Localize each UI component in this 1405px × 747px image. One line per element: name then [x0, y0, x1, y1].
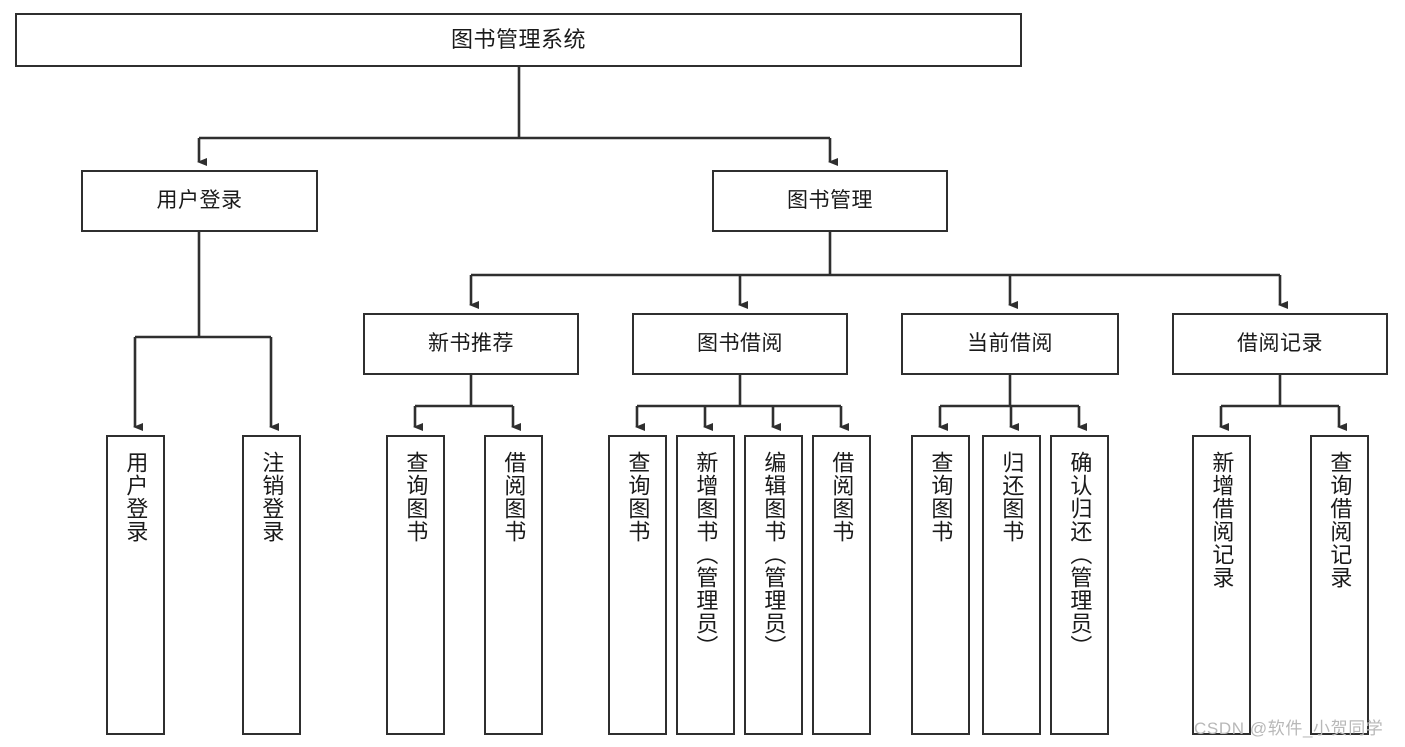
node-leaf-return-book-label: 归还图书	[999, 451, 1025, 543]
node-leaf-user-logout[interactable]: 注销登录	[242, 435, 301, 735]
node-leaf-user-login[interactable]: 用户登录	[106, 435, 165, 735]
node-leaf-return-book[interactable]: 归还图书	[982, 435, 1041, 735]
node-user-login[interactable]: 用户登录	[81, 170, 318, 232]
node-leaf-add-record[interactable]: 新增借阅记录	[1192, 435, 1251, 735]
node-leaf-add-book-label: 新增图书（管理员）	[693, 451, 719, 658]
node-current-borrow-label: 当前借阅	[967, 331, 1053, 355]
node-leaf-query-record[interactable]: 查询借阅记录	[1310, 435, 1369, 735]
node-leaf-user-logout-label: 注销登录	[259, 451, 285, 543]
node-root[interactable]: 图书管理系统	[15, 13, 1022, 67]
node-leaf-confirm-return-label: 确认归还（管理员）	[1067, 451, 1093, 658]
node-leaf-edit-book-label: 编辑图书（管理员）	[761, 451, 787, 658]
node-user-login-label: 用户登录	[156, 188, 243, 212]
node-leaf-query-book-borrow-label: 查询图书	[625, 451, 651, 543]
node-new-book-rec[interactable]: 新书推荐	[363, 313, 579, 375]
node-leaf-borrow-book[interactable]: 借阅图书	[812, 435, 871, 735]
node-leaf-add-record-label: 新增借阅记录	[1209, 451, 1235, 589]
node-borrow-record[interactable]: 借阅记录	[1172, 313, 1388, 375]
node-root-label: 图书管理系统	[450, 27, 586, 53]
node-leaf-query-book-current-label: 查询图书	[928, 451, 954, 543]
node-book-borrow[interactable]: 图书借阅	[632, 313, 848, 375]
csdn-watermark: CSDN @软件_小贺同学	[1194, 719, 1384, 738]
node-leaf-query-book-current[interactable]: 查询图书	[911, 435, 970, 735]
node-leaf-borrow-book-rec-label: 借阅图书	[501, 451, 527, 543]
node-leaf-borrow-book-label: 借阅图书	[829, 451, 855, 543]
node-book-borrow-label: 图书借阅	[697, 331, 783, 355]
node-leaf-query-book-rec[interactable]: 查询图书	[386, 435, 445, 735]
node-leaf-borrow-book-rec[interactable]: 借阅图书	[484, 435, 543, 735]
node-new-book-rec-label: 新书推荐	[428, 331, 514, 355]
node-leaf-confirm-return[interactable]: 确认归还（管理员）	[1050, 435, 1109, 735]
node-leaf-query-book-borrow[interactable]: 查询图书	[608, 435, 667, 735]
node-leaf-query-record-label: 查询借阅记录	[1327, 451, 1353, 589]
node-leaf-user-login-label: 用户登录	[123, 451, 149, 543]
node-leaf-add-book[interactable]: 新增图书（管理员）	[676, 435, 735, 735]
node-book-manage-label: 图书管理	[787, 188, 873, 212]
node-leaf-edit-book[interactable]: 编辑图书（管理员）	[744, 435, 803, 735]
node-leaf-query-book-rec-label: 查询图书	[403, 451, 429, 543]
node-current-borrow[interactable]: 当前借阅	[901, 313, 1119, 375]
node-borrow-record-label: 借阅记录	[1237, 331, 1323, 355]
node-book-manage[interactable]: 图书管理	[712, 170, 948, 232]
